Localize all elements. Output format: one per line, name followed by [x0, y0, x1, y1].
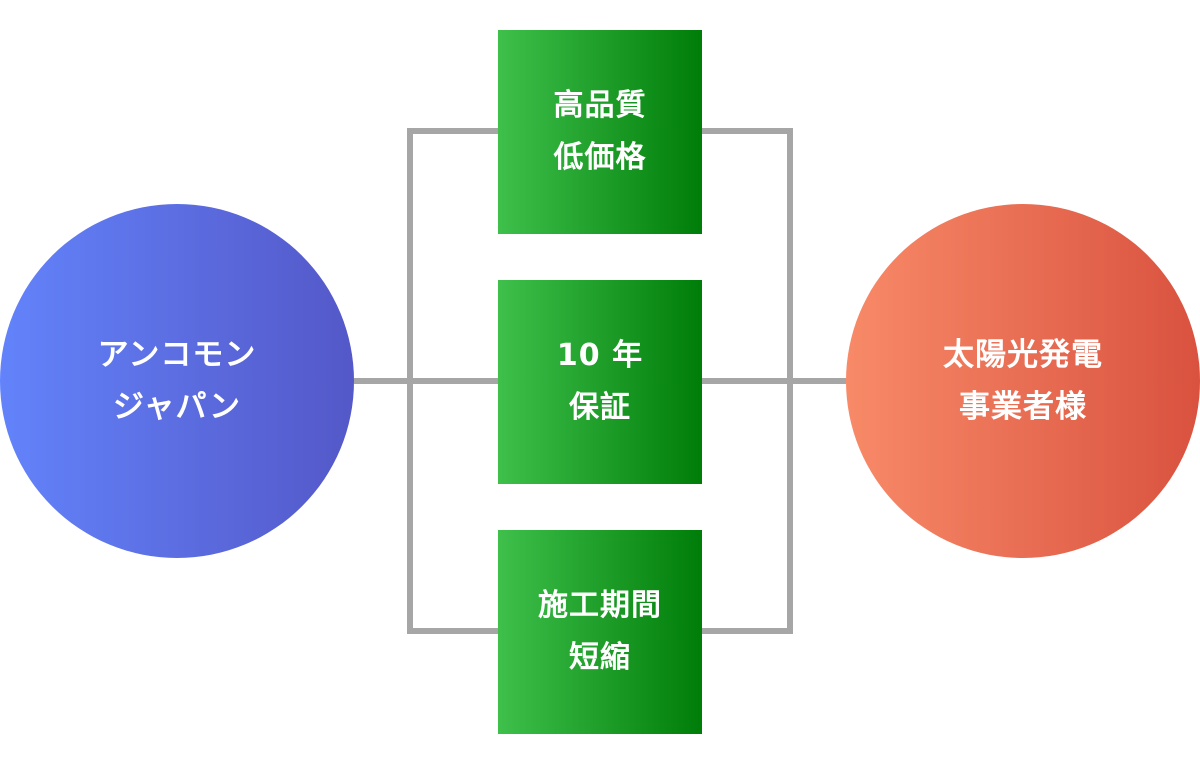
benefit-box-quality-price: 高品質 低価格: [498, 30, 702, 234]
benefit-box-warranty: 10 年 保証: [498, 280, 702, 484]
node-label-line1: 太陽光発電: [943, 337, 1103, 373]
benefit-label-line1: 施工期間: [538, 588, 662, 623]
benefit-box-construction-period: 施工期間 短縮: [498, 530, 702, 734]
benefit-label-line1: 10 年: [556, 338, 644, 373]
node-label-line2: ジャパン: [113, 389, 241, 425]
benefit-label-line1: 高品質: [553, 88, 647, 123]
benefit-label-line2: 低価格: [553, 140, 647, 175]
benefit-label-line2: 短縮: [569, 640, 631, 675]
node-label-line2: 事業者様: [959, 389, 1087, 425]
node-solar-operators: 太陽光発電 事業者様: [846, 204, 1200, 558]
node-ancommon-japan: アンコモン ジャパン: [0, 204, 354, 558]
node-label-line1: アンコモン: [97, 337, 257, 373]
benefit-label-line2: 保証: [569, 390, 631, 425]
